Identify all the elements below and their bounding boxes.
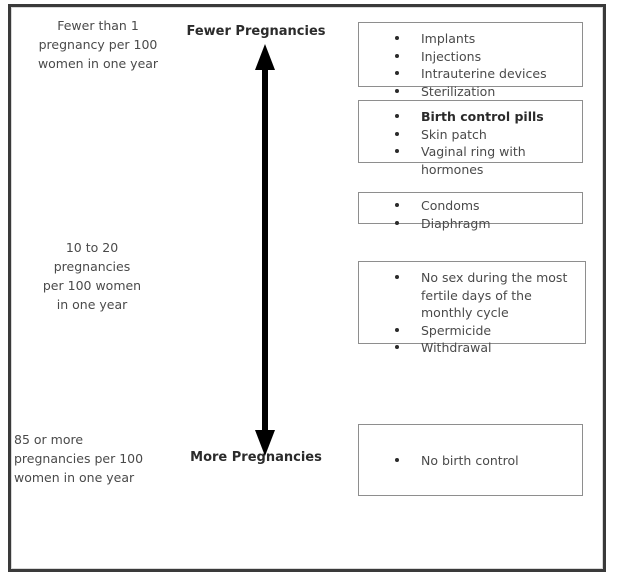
bullet-icon [395, 327, 399, 332]
list-item: No sex during the most fertile days of t… [359, 269, 585, 322]
method-label: Implants [421, 31, 476, 46]
rate-top-line2: pregnancy per 100 [38, 37, 158, 52]
list-item: No birth control [359, 452, 582, 470]
list-item: Vaginal ring with hormones [359, 143, 582, 178]
method-label: Withdrawal [421, 340, 492, 355]
method-label: Vaginal ring with hormones [421, 144, 526, 177]
bullet-icon [395, 458, 399, 462]
rate-label-middle: 10 to 20 pregnancies per 100 women in on… [18, 238, 166, 314]
rate-top-line3: women in one year [37, 56, 159, 71]
rate-bottom-line1: 85 or more [14, 432, 84, 447]
list-item: Skin patch [359, 126, 582, 144]
list-item: Withdrawal [359, 339, 585, 357]
bullet-icon [395, 275, 399, 279]
rate-middle-line3: per 100 women [42, 278, 142, 293]
rate-middle-line4: in one year [56, 297, 128, 312]
list-item: Diaphragm [359, 215, 582, 233]
method-list: Condoms Diaphragm [359, 197, 582, 232]
method-list: No sex during the most fertile days of t… [359, 269, 585, 357]
bullet-icon [395, 220, 399, 225]
list-item: Implants [359, 30, 582, 48]
bullet-icon [395, 345, 399, 349]
bullet-icon [395, 71, 399, 75]
method-list: Implants Injections Intrauterine devices… [359, 30, 582, 100]
list-item-highlighted: Birth control pills [359, 108, 582, 126]
bullet-icon [395, 131, 399, 136]
list-item: Injections [359, 48, 582, 66]
bullet-icon [395, 114, 399, 118]
method-list: No birth control [359, 452, 582, 470]
method-label: No sex during the most fertile days of t… [421, 270, 568, 320]
bullet-icon [395, 36, 399, 40]
bullet-icon [395, 88, 399, 93]
bullet-icon [395, 203, 399, 207]
method-label: Spermicide [421, 322, 492, 338]
method-box-barrier: Condoms Diaphragm [358, 192, 583, 231]
method-box-none: No birth control [358, 424, 583, 496]
rate-bottom-line3: women in one year [14, 470, 135, 485]
method-list: Birth control pills Skin patch Vaginal r… [359, 108, 582, 178]
method-label: No birth control [421, 453, 519, 468]
method-label: Birth control pills [421, 109, 544, 124]
rate-label-bottom: 85 or more pregnancies per 100 women in … [14, 430, 189, 487]
method-label: Diaphragm [421, 215, 491, 231]
method-label: Skin patch [421, 126, 487, 142]
rate-bottom-line2: pregnancies per 100 [14, 451, 144, 466]
bullet-icon [395, 149, 399, 153]
rate-label-top: Fewer than 1 pregnancy per 100 women in … [18, 16, 178, 73]
method-box-most-effective: Implants Injections Intrauterine devices… [358, 22, 583, 99]
method-label: Injections [421, 48, 482, 64]
axis-heading-more-pregnancies: More Pregnancies [190, 450, 322, 465]
method-box-hormonal: Birth control pills Skin patch Vaginal r… [358, 100, 583, 177]
axis-heading-fewer-pregnancies: Fewer Pregnancies [186, 24, 326, 39]
rate-top-line1: Fewer than 1 [57, 18, 139, 33]
rate-middle-line1: 10 to 20 [65, 240, 119, 255]
method-label: Condoms [421, 198, 480, 213]
rate-middle-line2: pregnancies [53, 259, 131, 274]
method-box-behavioral: No sex during the most fertile days of t… [358, 261, 586, 355]
list-item: Spermicide [359, 322, 585, 340]
double-headed-arrow-icon [255, 44, 275, 456]
list-item: Condoms [359, 197, 582, 215]
method-label: Sterilization [421, 83, 496, 99]
list-item: Intrauterine devices [359, 65, 582, 83]
bullet-icon [395, 53, 399, 58]
method-label: Intrauterine devices [421, 66, 547, 81]
list-item: Sterilization [359, 83, 582, 101]
